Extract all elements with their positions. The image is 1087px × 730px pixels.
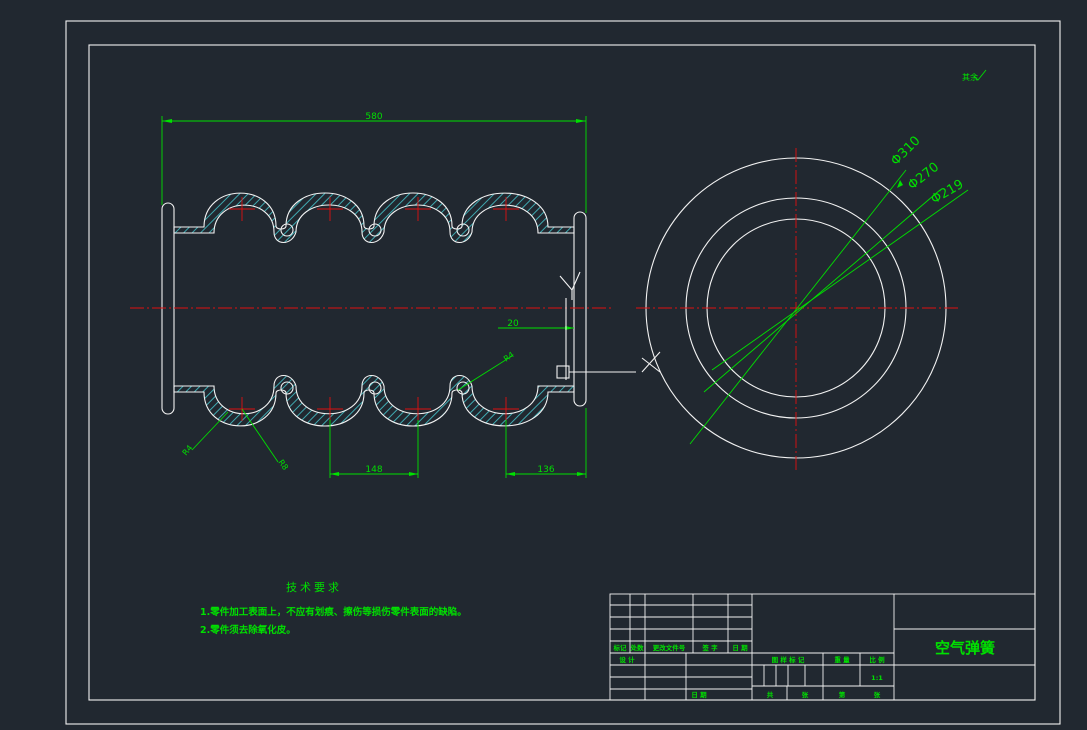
radius-leader	[191, 411, 229, 451]
dia-219-label: Φ219	[929, 177, 967, 208]
dim-20-label: 20	[507, 319, 519, 329]
tb-designer: 设 计	[619, 655, 635, 664]
valley-ring	[368, 381, 382, 395]
radius-leader	[457, 355, 513, 391]
valley-ring	[280, 381, 294, 395]
tb-sheet: 张	[802, 690, 809, 699]
sheet-inner-border	[88, 44, 1036, 701]
right-end-plate	[573, 211, 587, 407]
tb-mark: 标记	[613, 643, 628, 652]
dia-219-leader	[711, 189, 969, 371]
valley-ring	[280, 223, 294, 237]
radius-r4-right-label: R4	[502, 350, 516, 363]
radius-leader	[241, 408, 279, 463]
front-view: 580 148 136 20 R4 R4	[130, 112, 661, 478]
dia-310-leader	[689, 169, 907, 445]
radius-r8-label: R8	[276, 458, 289, 472]
dim-148-label: 148	[365, 465, 382, 475]
roughness-symbol	[973, 69, 987, 81]
lower-bellows-wall	[173, 374, 575, 427]
tb-weight: 重 量	[834, 655, 850, 664]
tb-scale: 比 例	[869, 655, 885, 664]
dim-580-label: 580	[365, 112, 382, 122]
valley-ring	[368, 223, 382, 237]
dia-310-label: Φ310	[888, 133, 923, 168]
tb-date: 日 期	[732, 643, 748, 652]
roughness-note: 其余	[962, 72, 978, 82]
tb-sign: 签 字	[701, 643, 718, 652]
side-view: Φ310 Φ270 Φ219	[636, 133, 969, 472]
tech-item-1: 1.零件加工表面上，不应有划痕、擦伤等损伤零件表面的缺陷。	[200, 606, 467, 618]
part-name: 空气弹簧	[935, 639, 995, 657]
tech-item-2: 2.零件须去除氧化皮。	[200, 624, 296, 636]
dia-270-label: Φ270	[905, 160, 942, 193]
tech-heading: 技术要求	[286, 581, 342, 594]
tb-sheet-suffix: 张	[874, 690, 881, 699]
sheet-outer-border	[65, 20, 1061, 725]
arrowhead	[897, 180, 903, 188]
radius-r4-left-label: R4	[181, 443, 195, 457]
tb-sheet-no: 第	[839, 690, 846, 699]
left-end-plate	[161, 202, 175, 415]
tech-requirements: 技术要求 1.零件加工表面上，不应有划痕、擦伤等损伤零件表面的缺陷。 2.零件须…	[200, 581, 467, 636]
dim-136-label: 136	[537, 465, 554, 475]
tb-scale-value: 1:1	[871, 674, 883, 682]
dim-overall-length: 580	[161, 112, 587, 213]
dia-270-leader	[703, 189, 941, 393]
section-marker	[556, 271, 661, 380]
tb-total: 共	[767, 690, 774, 699]
dim-end-segment: 136	[505, 408, 587, 478]
valley-ring	[456, 223, 470, 237]
tb-count: 处数	[630, 643, 645, 652]
dim-pitch: 148	[329, 420, 419, 478]
tb-stage-mark: 图 样 标 记	[772, 655, 805, 664]
upper-bellows-wall	[173, 192, 575, 244]
valley-ring	[456, 381, 470, 395]
tb-change-doc: 更改文件号	[653, 643, 686, 652]
tb-date-bottom: 日 期	[691, 690, 707, 699]
title-block: 空气弹簧 标记 处数 更改文件号 签 字 日 期 设 计 图 样 标 记 重 量…	[609, 593, 1036, 701]
